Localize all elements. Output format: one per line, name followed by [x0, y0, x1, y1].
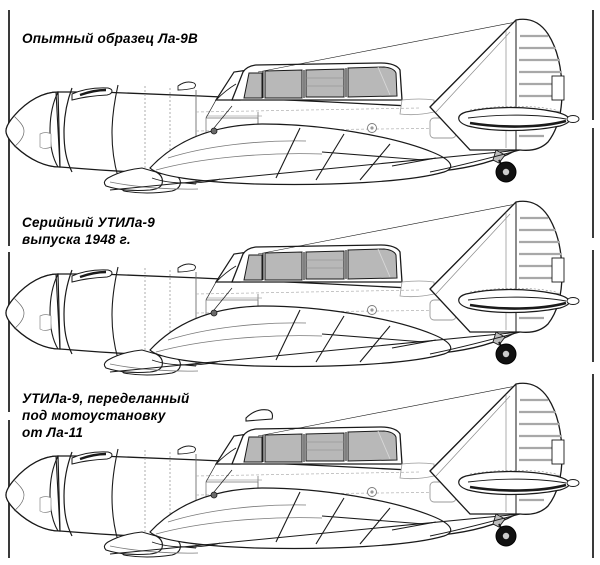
- right-border-rule-upmid: [592, 128, 594, 238]
- right-border-rule-mid: [592, 250, 594, 362]
- caption-la11-conversion: УТИЛа-9, переделанный под мотоустановку …: [22, 391, 190, 440]
- left-border-rule-mid: [8, 252, 10, 412]
- right-border-rule-bottom: [592, 374, 594, 558]
- right-border-rule-top: [592, 10, 594, 120]
- left-border-rule-top: [8, 10, 10, 246]
- left-border-rule-bottom: [8, 420, 10, 558]
- caption-production-1948: Серийный УТИЛа-9 выпуска 1948 г.: [22, 215, 155, 247]
- caption-prototype: Опытный образец Ла-9В: [22, 31, 198, 46]
